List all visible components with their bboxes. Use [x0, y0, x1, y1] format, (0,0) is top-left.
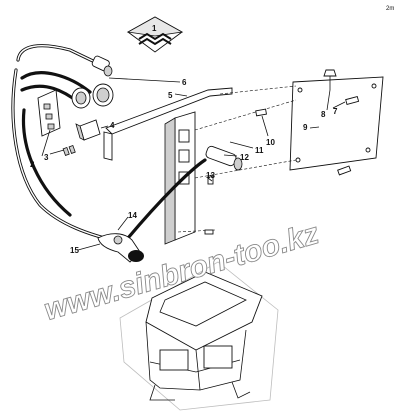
callout-5: 5	[168, 91, 173, 100]
callout-9: 9	[303, 123, 308, 132]
callout-labels: 6 5 4 2 3 8 7 9 10 11 12 13 14 15	[30, 78, 338, 255]
callout-leaders	[41, 77, 346, 251]
callout-4: 4	[110, 121, 115, 130]
view-direction-icon	[138, 32, 172, 46]
mounting-plate	[289, 76, 384, 171]
page-mark: 2m	[386, 6, 394, 12]
callout-14: 14	[128, 211, 137, 220]
relay	[75, 119, 101, 141]
cab-frame	[119, 261, 279, 411]
bracket	[103, 87, 233, 245]
fuses	[62, 144, 76, 156]
callout-6: 6	[182, 78, 187, 87]
callout-10: 10	[266, 138, 275, 147]
callout-13: 13	[206, 171, 215, 180]
harness-connector	[205, 145, 243, 171]
cable-harness	[11, 44, 207, 244]
hand-lamp	[97, 233, 144, 263]
switch-panel	[37, 89, 61, 137]
callout-8: 8	[321, 110, 326, 119]
view-badge-number: 1	[152, 24, 157, 33]
round-sockets	[71, 83, 114, 109]
callout-12: 12	[240, 153, 249, 162]
callout-11: 11	[255, 146, 264, 155]
callout-2: 2	[30, 160, 35, 169]
view-badge: 1	[126, 16, 184, 53]
callout-7: 7	[333, 107, 338, 116]
callout-3: 3	[44, 153, 49, 162]
callout-15: 15	[70, 246, 79, 255]
plug-connector	[91, 55, 113, 77]
